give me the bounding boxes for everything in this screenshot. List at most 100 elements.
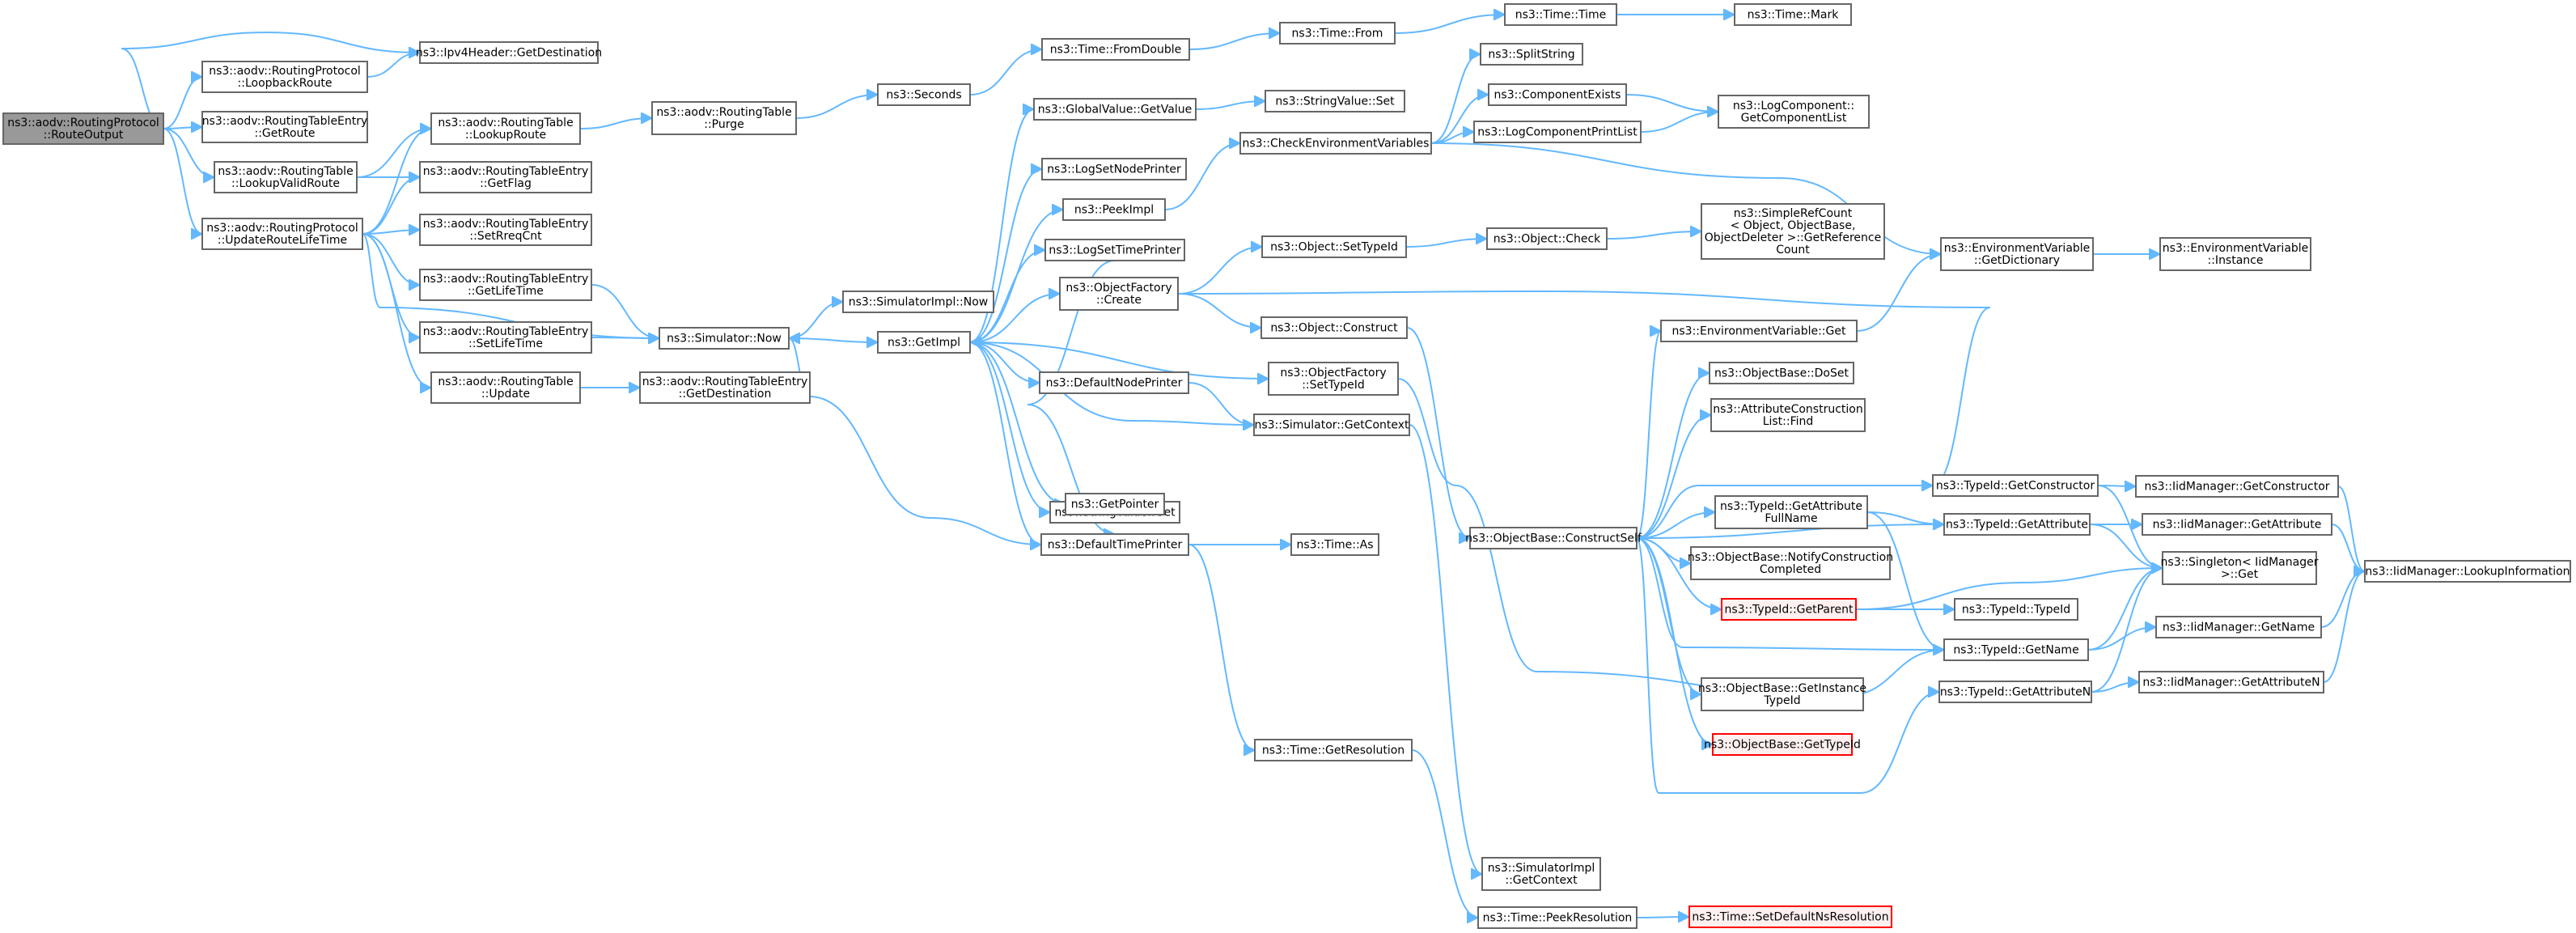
graph-node[interactable]: ns3::Seconds (877, 83, 971, 106)
node-label: ns3::aodv::RoutingTable (656, 106, 791, 119)
graph-node[interactable]: ns3::DefaultNodePrinter (1039, 371, 1189, 394)
graph-node[interactable]: ns3::aodv::RoutingTable::Purge (651, 101, 797, 135)
graph-node[interactable]: ns3::GlobalValue::GetValue (1033, 98, 1197, 121)
graph-node[interactable]: ns3::LogComponent::GetComponentList (1718, 95, 1870, 129)
graph-node[interactable]: ns3::aodv::RoutingTable::Update (430, 371, 581, 404)
node-label: ns3::LogSetNodePrinter (1047, 163, 1181, 176)
graph-node[interactable]: ns3::ObjectBase::DoSet (1709, 362, 1854, 384)
call-edge (1177, 293, 1261, 328)
graph-node[interactable]: ns3::ObjectBase::ConstructSelf (1465, 527, 1642, 549)
call-edge (969, 294, 1060, 343)
node-label: ::LookupValidRoute (231, 177, 340, 190)
graph-node[interactable]: ns3::aodv::RoutingProtocol::RouteOutput (2, 112, 164, 145)
graph-node[interactable]: ns3::Time::SetDefaultNsResolution (1688, 905, 1892, 928)
graph-node[interactable]: ns3::aodv::RoutingTableEntry::GetLifeTim… (419, 269, 592, 301)
graph-node[interactable]: ns3::aodv::RoutingTableEntry::GetDestina… (639, 371, 811, 404)
graph-node[interactable]: ns3::Time::GetResolution (1254, 739, 1413, 761)
call-edge (1411, 749, 1479, 918)
call-edge (1636, 373, 1710, 539)
node-box (419, 269, 592, 301)
graph-node[interactable]: ns3::Time::Mark (1734, 3, 1852, 26)
node-label: ns3::Time::From (1292, 28, 1383, 40)
graph-node[interactable]: ns3::EnvironmentVariable::Get (1660, 320, 1858, 342)
graph-node[interactable]: ns3::ObjectBase::GetTypeId (1704, 733, 1861, 756)
node-label: ns3::IidManager::GetName (2163, 621, 2315, 634)
graph-node[interactable]: ns3::IidManager::GetAttribute (2142, 513, 2332, 536)
call-edge (795, 95, 878, 119)
node-label: ns3::ObjectBase::GetTypeId (1704, 739, 1861, 752)
graph-node[interactable]: ns3::Object::SetTypeId (1261, 235, 1407, 258)
graph-node[interactable]: ns3::TypeId::GetAttribute (1943, 513, 2091, 536)
graph-node[interactable]: ns3::StringValue::Set (1265, 90, 1405, 112)
graph-node[interactable]: ns3::aodv::RoutingProtocol::UpdateRouteL… (201, 218, 363, 250)
graph-node[interactable]: ns3::aodv::RoutingTable::LookupValidRout… (214, 161, 358, 193)
graph-node[interactable]: ns3::SimulatorImpl::Now (842, 291, 994, 313)
graph-node[interactable]: ns3::IidManager::GetName (2155, 616, 2322, 638)
graph-node[interactable]: ns3::Time::PeekResolution (1477, 906, 1638, 929)
call-edge (2087, 627, 2156, 651)
node-label: Count (1776, 244, 1810, 257)
graph-node[interactable]: ns3::Simulator::Now (659, 327, 790, 350)
call-edge (1394, 15, 1505, 34)
call-edge (970, 342, 1255, 426)
node-label: ::Instance (2208, 254, 2264, 267)
node-label: ns3::aodv::RoutingTableEntry (423, 218, 589, 231)
graph-node[interactable]: ns3::TypeId::GetParent (1721, 598, 1857, 621)
graph-node[interactable]: ns3::SimulatorImpl::GetContext (1481, 857, 1601, 891)
graph-node[interactable]: ns3::Time::From (1279, 22, 1396, 45)
graph-node[interactable]: ns3::TypeId::TypeId (1954, 598, 2078, 621)
node-label: ns3::CheckEnvironmentVariables (1243, 138, 1430, 151)
graph-node[interactable]: ns3::Singleton< IidManager >::Get (2161, 551, 2319, 585)
node-box (1734, 3, 1852, 26)
graph-node[interactable]: ns3::SplitString (1480, 43, 1583, 66)
graph-node[interactable]: ns3::CheckEnvironmentVariables (1239, 132, 1432, 155)
graph-node[interactable]: ns3::DefaultTimePrinter (1040, 533, 1189, 556)
graph-node[interactable]: ns3::IidManager::LookupInformation (2364, 560, 2571, 583)
call-edge (163, 77, 203, 129)
node-label: ::LoopbackRoute (238, 77, 333, 90)
graph-node[interactable]: ns3::Object::Construct (1260, 316, 1408, 339)
graph-node[interactable]: ns3::ObjectFactory::Create (1059, 277, 1179, 311)
graph-node[interactable]: ns3::Time::Time (1504, 3, 1617, 26)
graph-node[interactable]: ns3::EnvironmentVariable::Instance (2159, 237, 2311, 271)
graph-node[interactable]: ns3::aodv::RoutingTableEntry::SetRreqCnt (419, 214, 592, 246)
graph-node[interactable]: ns3::ObjectBase::NotifyConstructionCompl… (1688, 546, 1893, 580)
graph-node[interactable]: ns3::aodv::RoutingProtocol::LoopbackRout… (201, 61, 368, 93)
graph-node[interactable]: ns3::LogComponentPrintList (1473, 121, 1642, 143)
node-box (1710, 398, 1866, 432)
graph-node[interactable]: ns3::EnvironmentVariable::GetDictionary (1940, 237, 2094, 271)
graph-node[interactable]: ns3::Time::As (1290, 533, 1379, 556)
graph-node[interactable]: ns3::LogSetTimePrinter (1044, 239, 1185, 261)
graph-node[interactable]: ns3::aodv::RoutingTableEntry::GetFlag (419, 161, 592, 193)
graph-node[interactable]: ns3::IidManager::GetConstructor (2135, 475, 2339, 498)
graph-node[interactable]: ns3::Ipv4Header::GetDestination (416, 41, 602, 64)
graph-node[interactable]: ns3::TypeId::GetConstructor (1932, 474, 2099, 497)
node-box (2, 112, 164, 145)
node-label: ::Create (1096, 294, 1142, 307)
graph-node[interactable]: ns3::ComponentExists (1488, 83, 1627, 106)
graph-node[interactable]: ns3::Simulator::GetContext (1253, 413, 1410, 436)
call-edge (1636, 537, 1940, 794)
call-edge (788, 338, 878, 342)
graph-node[interactable]: ns3::aodv::RoutingTableEntry::SetLifeTim… (419, 321, 592, 354)
node-box (1690, 546, 1891, 580)
node-label: ::Purge (704, 118, 744, 131)
graph-node[interactable]: ns3::IidManager::GetAttributeN (2138, 671, 2324, 693)
graph-node[interactable]: ns3::PeekImpl (1062, 198, 1166, 221)
graph-node[interactable]: ns3::SimpleRefCount< Object, ObjectBase,… (1701, 203, 1885, 260)
graph-node[interactable]: ns3::TypeId::GetName (1943, 638, 2089, 661)
graph-node[interactable]: ns3::LogSetNodePrinter (1041, 158, 1187, 180)
graph-node[interactable]: ns3::GetImpl (877, 331, 971, 354)
graph-node[interactable]: ns3::TypeId::GetAttributeN (1938, 681, 2092, 703)
graph-node[interactable]: ns3::aodv::RoutingTableEntry::GetRoute (201, 111, 368, 143)
graph-node[interactable]: ns3::GetPointer (1065, 493, 1165, 515)
graph-node[interactable]: ns3::ObjectFactory::SetTypeId (1268, 362, 1399, 396)
graph-node[interactable]: ns3::Time::FromDouble (1041, 38, 1190, 61)
node-label: ns3::DefaultTimePrinter (1048, 539, 1183, 552)
call-edge (969, 109, 1035, 343)
graph-node[interactable]: ns3::Object::Check (1486, 227, 1608, 250)
graph-node[interactable]: ns3::aodv::RoutingTable::LookupRoute (430, 112, 581, 145)
